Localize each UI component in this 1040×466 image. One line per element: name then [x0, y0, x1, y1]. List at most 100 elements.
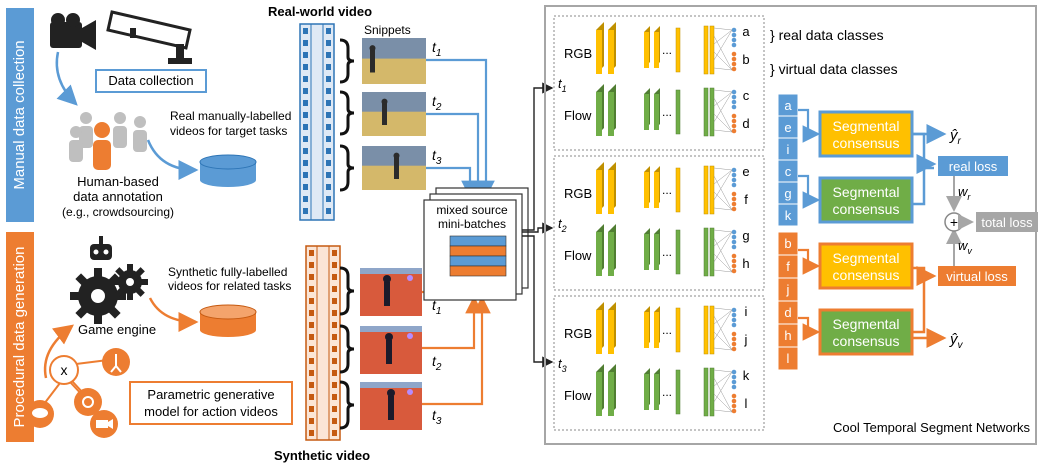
- output-neuron-real: [731, 99, 737, 105]
- output-neuron-real: [731, 89, 737, 95]
- fan-connection: [713, 309, 733, 325]
- synthetic-video-title: Synthetic video: [274, 448, 370, 463]
- consensus-line2: consensus: [833, 135, 900, 151]
- film-perforation: [332, 346, 337, 352]
- fc-layer: [675, 89, 681, 135]
- output-neuron-virtual: [731, 268, 737, 274]
- consensus-line1: Segmental: [833, 250, 900, 266]
- film-perforation: [309, 418, 314, 424]
- conv-layer: [608, 310, 614, 354]
- film-perforation: [332, 274, 337, 280]
- film-perforation: [303, 28, 308, 34]
- sun-icon: [74, 388, 102, 416]
- film-perforation: [309, 310, 314, 316]
- video-camera-icon: [50, 13, 96, 50]
- film-perforation: [303, 88, 308, 94]
- ellipsis: ...: [662, 385, 672, 399]
- conv-layer: [596, 30, 602, 74]
- real-snippet-frames: [362, 38, 426, 190]
- film-perforation: [326, 64, 331, 70]
- fc-layer: [709, 165, 715, 215]
- person-walking-icon: [102, 348, 130, 376]
- fc-layer: [709, 87, 715, 137]
- rgb-label: RGB: [564, 326, 592, 341]
- output-neuron-virtual: [731, 61, 737, 67]
- frame-person: [382, 103, 387, 125]
- frame-sky: [360, 326, 422, 332]
- weight-real: wr: [958, 184, 971, 202]
- frame-avatar: [388, 396, 394, 420]
- fan-connection: [713, 91, 733, 107]
- output-neuron-virtual: [731, 201, 737, 207]
- film-perforation: [303, 64, 308, 70]
- output-neuron-virtual: [731, 253, 737, 259]
- graph-edge: [43, 382, 61, 405]
- real-db-arrow: [146, 139, 199, 180]
- segment-block: [553, 15, 765, 151]
- conv-layer: [654, 94, 659, 130]
- virtual-class-label: f: [786, 259, 790, 274]
- human-annotation-line2: data annotation: [73, 189, 163, 204]
- fc-layer: [709, 305, 715, 355]
- frame-floor: [362, 111, 426, 136]
- film-perforation: [326, 196, 331, 202]
- segment-t-label: t1: [558, 76, 567, 94]
- fan-connection: [713, 113, 733, 133]
- snippet-to-batch-arrows: [422, 58, 495, 406]
- fc-layer: [703, 227, 709, 277]
- frame-person-head: [381, 98, 388, 105]
- fan-connection: [713, 393, 733, 413]
- segmental-consensus-box: [818, 176, 914, 224]
- fan-connection: [713, 89, 733, 93]
- conv-layer: [644, 32, 649, 68]
- manual-side-bar: Manual data collection: [6, 8, 34, 222]
- real-video-title: Real-world video: [268, 4, 372, 19]
- film-perforation: [309, 430, 314, 436]
- fc-layer: [675, 167, 681, 213]
- real-class-label: k: [785, 208, 792, 223]
- film-perforation: [332, 430, 337, 436]
- film-perforation: [326, 124, 331, 130]
- film-perforation: [303, 148, 308, 154]
- real-class-label: c: [785, 164, 792, 179]
- conv-layer: [654, 312, 659, 348]
- crowd-people-icon: [69, 112, 147, 170]
- film-perforation: [332, 358, 337, 364]
- film-perforation: [309, 370, 314, 376]
- film-perforation: [309, 322, 314, 328]
- fan-connection: [713, 29, 733, 61]
- human-annotation-line3: (e.g., crowdsourcing): [62, 205, 174, 219]
- output-neuron-real: [731, 239, 737, 245]
- game-engine-label: Game engine: [78, 322, 156, 337]
- total-loss-box: [976, 212, 1038, 232]
- network-caption: Cool Temporal Segment Networks: [833, 420, 1031, 435]
- film-perforation: [326, 76, 331, 82]
- segment-block: [553, 295, 765, 431]
- loss-section: ŷr ŷv real loss virtual loss wr wv + tot…: [912, 124, 1038, 351]
- fan-connection: [713, 309, 733, 341]
- real-t-label: t2: [432, 93, 442, 113]
- frame-person-head: [393, 152, 400, 159]
- synthetic-t-label: t2: [432, 353, 442, 373]
- film-perforation: [309, 250, 314, 256]
- conv-layer: [608, 92, 614, 136]
- output-neuron-virtual: [731, 191, 737, 197]
- parametric-model-box: Parametric generative model for action v…: [129, 381, 293, 425]
- fan-connection: [713, 347, 733, 351]
- conv-layer: [654, 32, 659, 68]
- output-neuron-real: [731, 307, 737, 313]
- conv-layer: [596, 92, 602, 136]
- output-neuron-real: [731, 172, 737, 178]
- frame-avatar: [384, 282, 390, 306]
- output-neuron-virtual: [731, 51, 737, 57]
- x-node: x: [49, 355, 79, 385]
- synthetic-t-label: t3: [432, 407, 442, 427]
- output-class-label: i: [745, 304, 748, 319]
- output-neuron-virtual: [731, 263, 737, 269]
- film-perforation: [332, 406, 337, 412]
- output-neuron-virtual: [731, 341, 737, 347]
- film-perforation: [303, 52, 308, 58]
- film-perforation: [326, 112, 331, 118]
- output-neuron-virtual: [731, 128, 737, 134]
